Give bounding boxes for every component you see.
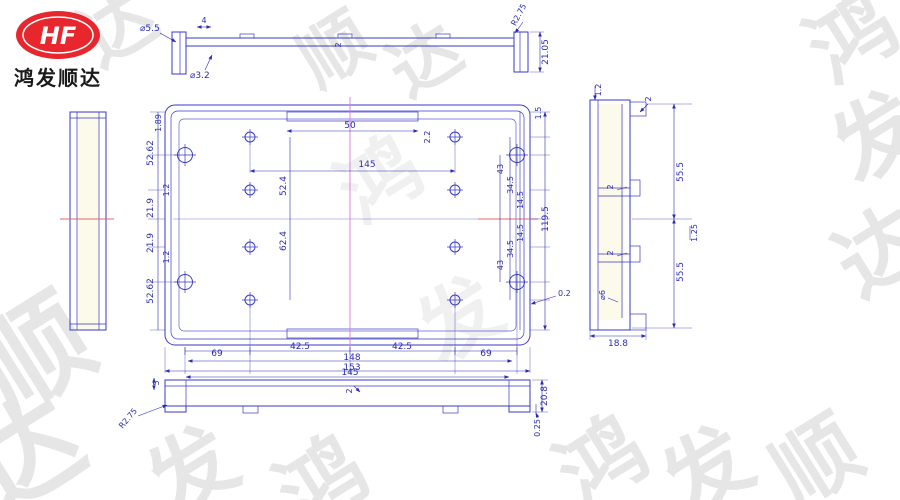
dim-plan-0-2: 0.2 bbox=[558, 289, 571, 298]
mount-hole-small bbox=[242, 129, 463, 308]
dim-plan-148: 148 bbox=[343, 353, 360, 363]
dim-plan-1-89: 1.89 bbox=[154, 114, 163, 132]
right-section-view: 1.2 2 55.5 1.25 55.5 2 2 ⌀6 18.8 bbox=[589, 84, 699, 349]
bottom-profile-view: 145 2 5 20.8 0.25 R2.75 bbox=[117, 368, 550, 437]
company-logo: HF bbox=[16, 11, 100, 59]
logo-mark-text: HF bbox=[40, 22, 77, 50]
dim-plan-1-2-top: 1.2 bbox=[162, 184, 171, 197]
dim-plan-21-9-bottom: 21.9 bbox=[146, 233, 156, 253]
dim-plan-2-2: 2.2 bbox=[423, 131, 432, 144]
dim-top-dia5-5: ⌀5.5 bbox=[140, 24, 160, 34]
dim-plan-42-5-right: 42.5 bbox=[392, 342, 412, 352]
dim-plan-52-62-top: 52.62 bbox=[146, 140, 156, 166]
dim-plan-69-left: 69 bbox=[211, 349, 223, 359]
dim-right-2-rib-bottom: 2 bbox=[606, 250, 615, 255]
dim-plan-52-4: 52.4 bbox=[279, 176, 289, 196]
dim-plan-34-5-top: 34.5 bbox=[506, 176, 515, 194]
dim-top-dia3-2: ⌀3.2 bbox=[190, 71, 210, 81]
company-name: 鸿发顺达 bbox=[14, 66, 102, 90]
dim-bottom-r2-75: R2.75 bbox=[117, 407, 139, 431]
dim-plan-69-right: 69 bbox=[480, 349, 492, 359]
dim-plan-50: 50 bbox=[344, 121, 356, 131]
dim-top-21-05: 21.05 bbox=[541, 39, 551, 65]
dim-bottom-5: 5 bbox=[152, 380, 161, 385]
dim-right-1-25: 1.25 bbox=[690, 224, 699, 242]
dim-plan-1-5: 1.5 bbox=[534, 107, 543, 120]
dim-plan-42-5-left: 42.5 bbox=[290, 342, 310, 352]
dim-plan-62-4: 62.4 bbox=[279, 231, 289, 251]
top-profile-view: ⌀5.5 ⌀3.2 4 2 R2.75 21.05 bbox=[140, 2, 551, 81]
dim-bottom-0-25: 0.25 bbox=[533, 419, 542, 437]
dim-plan-34-5-bottom: 34.5 bbox=[506, 240, 515, 258]
dim-top-4: 4 bbox=[201, 16, 206, 25]
dim-plan-14-5-top: 14.5 bbox=[516, 191, 525, 209]
left-side-view bbox=[60, 111, 114, 331]
dim-plan-1-2-bottom: 1.2 bbox=[162, 251, 171, 264]
dim-bottom-20-8: 20.8 bbox=[540, 386, 550, 406]
mount-hole-large bbox=[174, 144, 528, 293]
plan-view: 50 2.2 1.5 145 1.89 52.62 1.2 21.9 21.9 … bbox=[146, 97, 571, 374]
dim-plan-119-5: 119.5 bbox=[541, 206, 551, 232]
dim-right-55-5-top: 55.5 bbox=[676, 162, 686, 182]
dim-plan-153: 153 bbox=[343, 363, 360, 373]
dim-right-18-8: 18.8 bbox=[608, 339, 628, 349]
dim-plan-21-9-top: 21.9 bbox=[146, 198, 156, 218]
logo-ellipse bbox=[16, 11, 100, 59]
dim-right-dia6: ⌀6 bbox=[598, 290, 607, 300]
dim-bottom-2: 2 bbox=[345, 388, 354, 393]
dim-right-1-2: 1.2 bbox=[594, 84, 603, 97]
dim-top-2: 2 bbox=[334, 42, 343, 47]
dim-plan-43-bottom: 43 bbox=[496, 260, 505, 270]
dim-plan-14-5-bottom: 14.5 bbox=[516, 224, 525, 242]
dim-right-2-top: 2 bbox=[644, 96, 653, 101]
dim-right-2-rib-top: 2 bbox=[606, 184, 615, 189]
logo-inner-ring bbox=[22, 16, 94, 54]
dim-right-55-5-bottom: 55.5 bbox=[676, 262, 686, 282]
dim-plan-52-62-bottom: 52.62 bbox=[146, 278, 156, 304]
dim-plan-43-top: 43 bbox=[496, 164, 505, 174]
dim-top-r2-75: R2.75 bbox=[509, 2, 528, 27]
dim-bottom-145: 145 bbox=[341, 368, 358, 378]
dim-plan-145: 145 bbox=[358, 160, 375, 170]
